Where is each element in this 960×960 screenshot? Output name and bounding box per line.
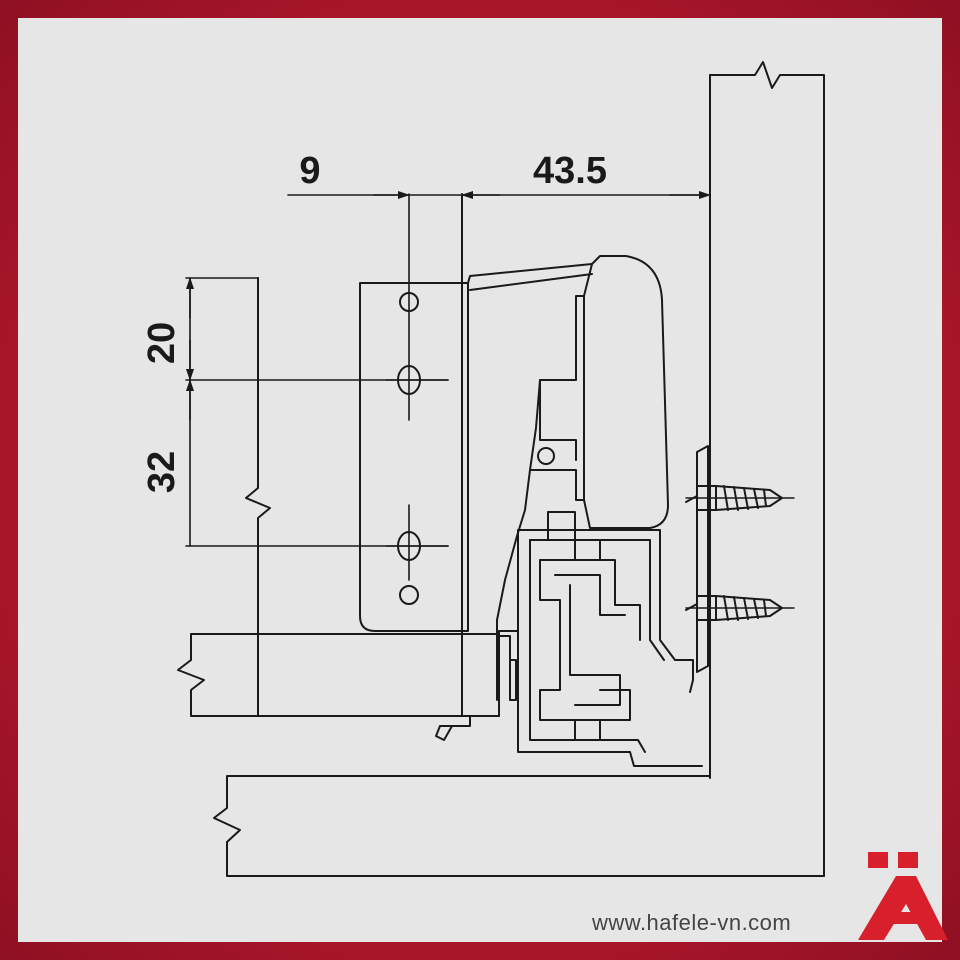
cabinet-bottom-panel bbox=[213, 775, 825, 877]
dimension-label-20: 20 bbox=[141, 322, 183, 364]
screw-bottom bbox=[685, 595, 795, 621]
drawer-side bbox=[245, 277, 271, 717]
cabinet-side-panel bbox=[709, 61, 825, 877]
dimension-label-32: 32 bbox=[141, 451, 183, 493]
drawing-panel bbox=[18, 18, 942, 942]
mounting-bracket bbox=[696, 445, 709, 673]
website-text: www.hafele-vn.com bbox=[592, 910, 792, 935]
drawer-bottom bbox=[177, 633, 500, 717]
dimension-label-43-5: 43.5 bbox=[533, 150, 607, 192]
hafele-logo-icon bbox=[858, 852, 948, 940]
screw-top bbox=[685, 485, 795, 511]
mounting-plate bbox=[359, 282, 469, 632]
dimension-label-9: 9 bbox=[299, 150, 320, 192]
runner-housing bbox=[496, 255, 669, 701]
runner-profile bbox=[517, 529, 703, 767]
